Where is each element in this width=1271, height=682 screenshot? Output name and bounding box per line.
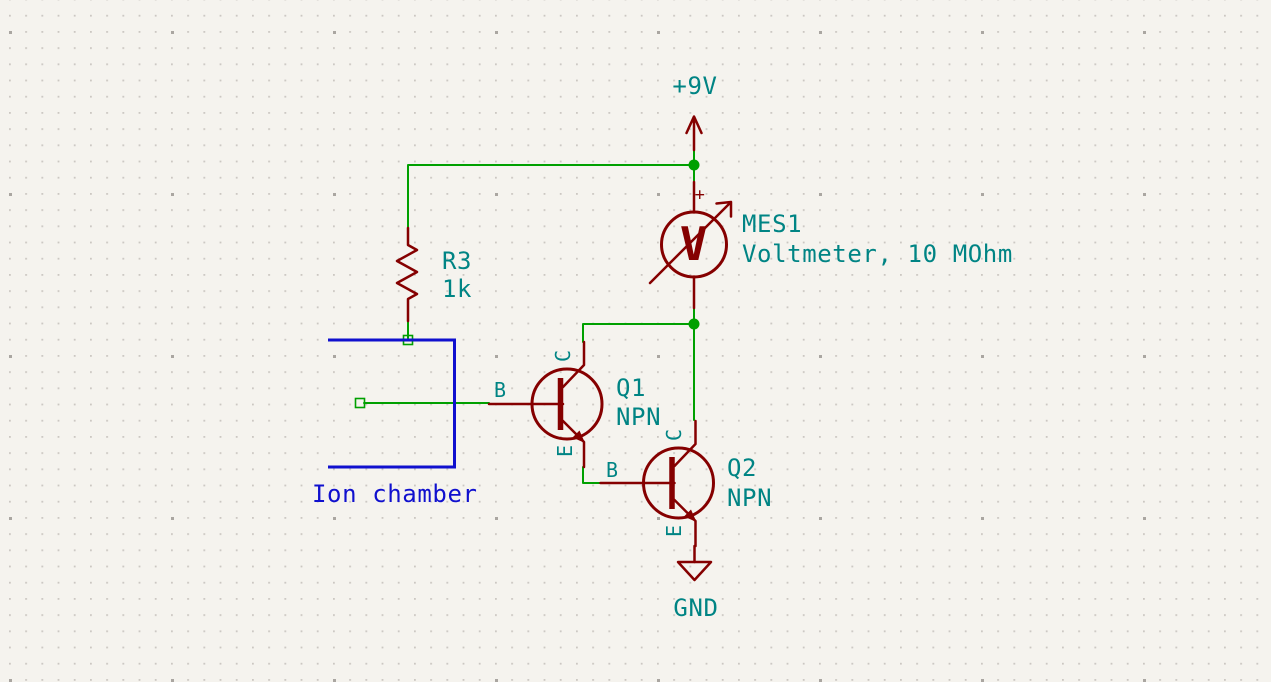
junction-dot-top[interactable]	[688, 159, 700, 171]
gnd-triangle-icon	[676, 560, 713, 582]
resistor-r3[interactable]: R3 1k	[395, 226, 472, 323]
wire-end-square-ion-chamber[interactable]	[354, 397, 366, 409]
q2-collector-pin	[673, 419, 697, 468]
voltmeter-reference[interactable]: MES1	[742, 210, 802, 238]
gnd-label[interactable]: GND	[673, 594, 718, 622]
junction-dot-mid[interactable]	[688, 318, 700, 330]
ion-chamber-graphic[interactable]: Ion chamber	[312, 338, 478, 508]
q1-pin-label-b: B	[494, 378, 506, 402]
q1-value[interactable]: NPN	[616, 403, 661, 431]
transistor-q1[interactable]: B C E Q1 NPN	[487, 340, 661, 469]
q1-reference[interactable]: Q1	[616, 374, 646, 402]
voltmeter-value[interactable]: Voltmeter, 10 MOhm	[742, 240, 1013, 268]
q2-pin-label-c: C	[662, 429, 686, 441]
wire-r3-top-to-9v-rail[interactable]	[407, 164, 695, 230]
power-flag-label[interactable]: +9V	[672, 72, 717, 100]
power-flag-9v[interactable]: +9V	[672, 72, 717, 152]
q2-emitter-arrow-icon	[684, 509, 697, 522]
power-arrow-icon	[685, 115, 703, 152]
q2-value[interactable]: NPN	[727, 484, 772, 512]
q2-pin-label-b: B	[606, 458, 618, 482]
voltmeter-needle-arrow-icon	[648, 200, 733, 285]
q1-pin-label-e: E	[553, 445, 577, 457]
resistor-value[interactable]: 1k	[442, 275, 472, 303]
q1-pin-label-c: C	[551, 350, 575, 362]
q2-pin-label-e: E	[662, 525, 686, 537]
voltmeter-mes1[interactable]: + V MES1 Voltmeter, 10 MOhm	[648, 180, 1013, 310]
q1-collector-pin	[561, 340, 586, 389]
voltmeter-letter: V	[680, 217, 708, 271]
transistor-q2[interactable]: B C E Q2 NPN	[599, 419, 773, 548]
q1-emitter-arrow-icon	[572, 430, 585, 443]
resistor-zigzag-icon	[395, 226, 419, 323]
resistor-reference[interactable]: R3	[442, 247, 472, 275]
wires	[354, 147, 700, 484]
q2-reference[interactable]: Q2	[727, 454, 757, 482]
voltmeter-polarity-mark: +	[695, 185, 706, 205]
ion-chamber-label[interactable]: Ion chamber	[312, 480, 478, 508]
ion-chamber-bracket-icon	[328, 338, 456, 469]
wire-q1-emitter-to-q2-base[interactable]	[582, 466, 601, 484]
wire-junction-to-q1-collector[interactable]	[582, 323, 695, 343]
ground-symbol[interactable]: GND	[673, 544, 718, 622]
